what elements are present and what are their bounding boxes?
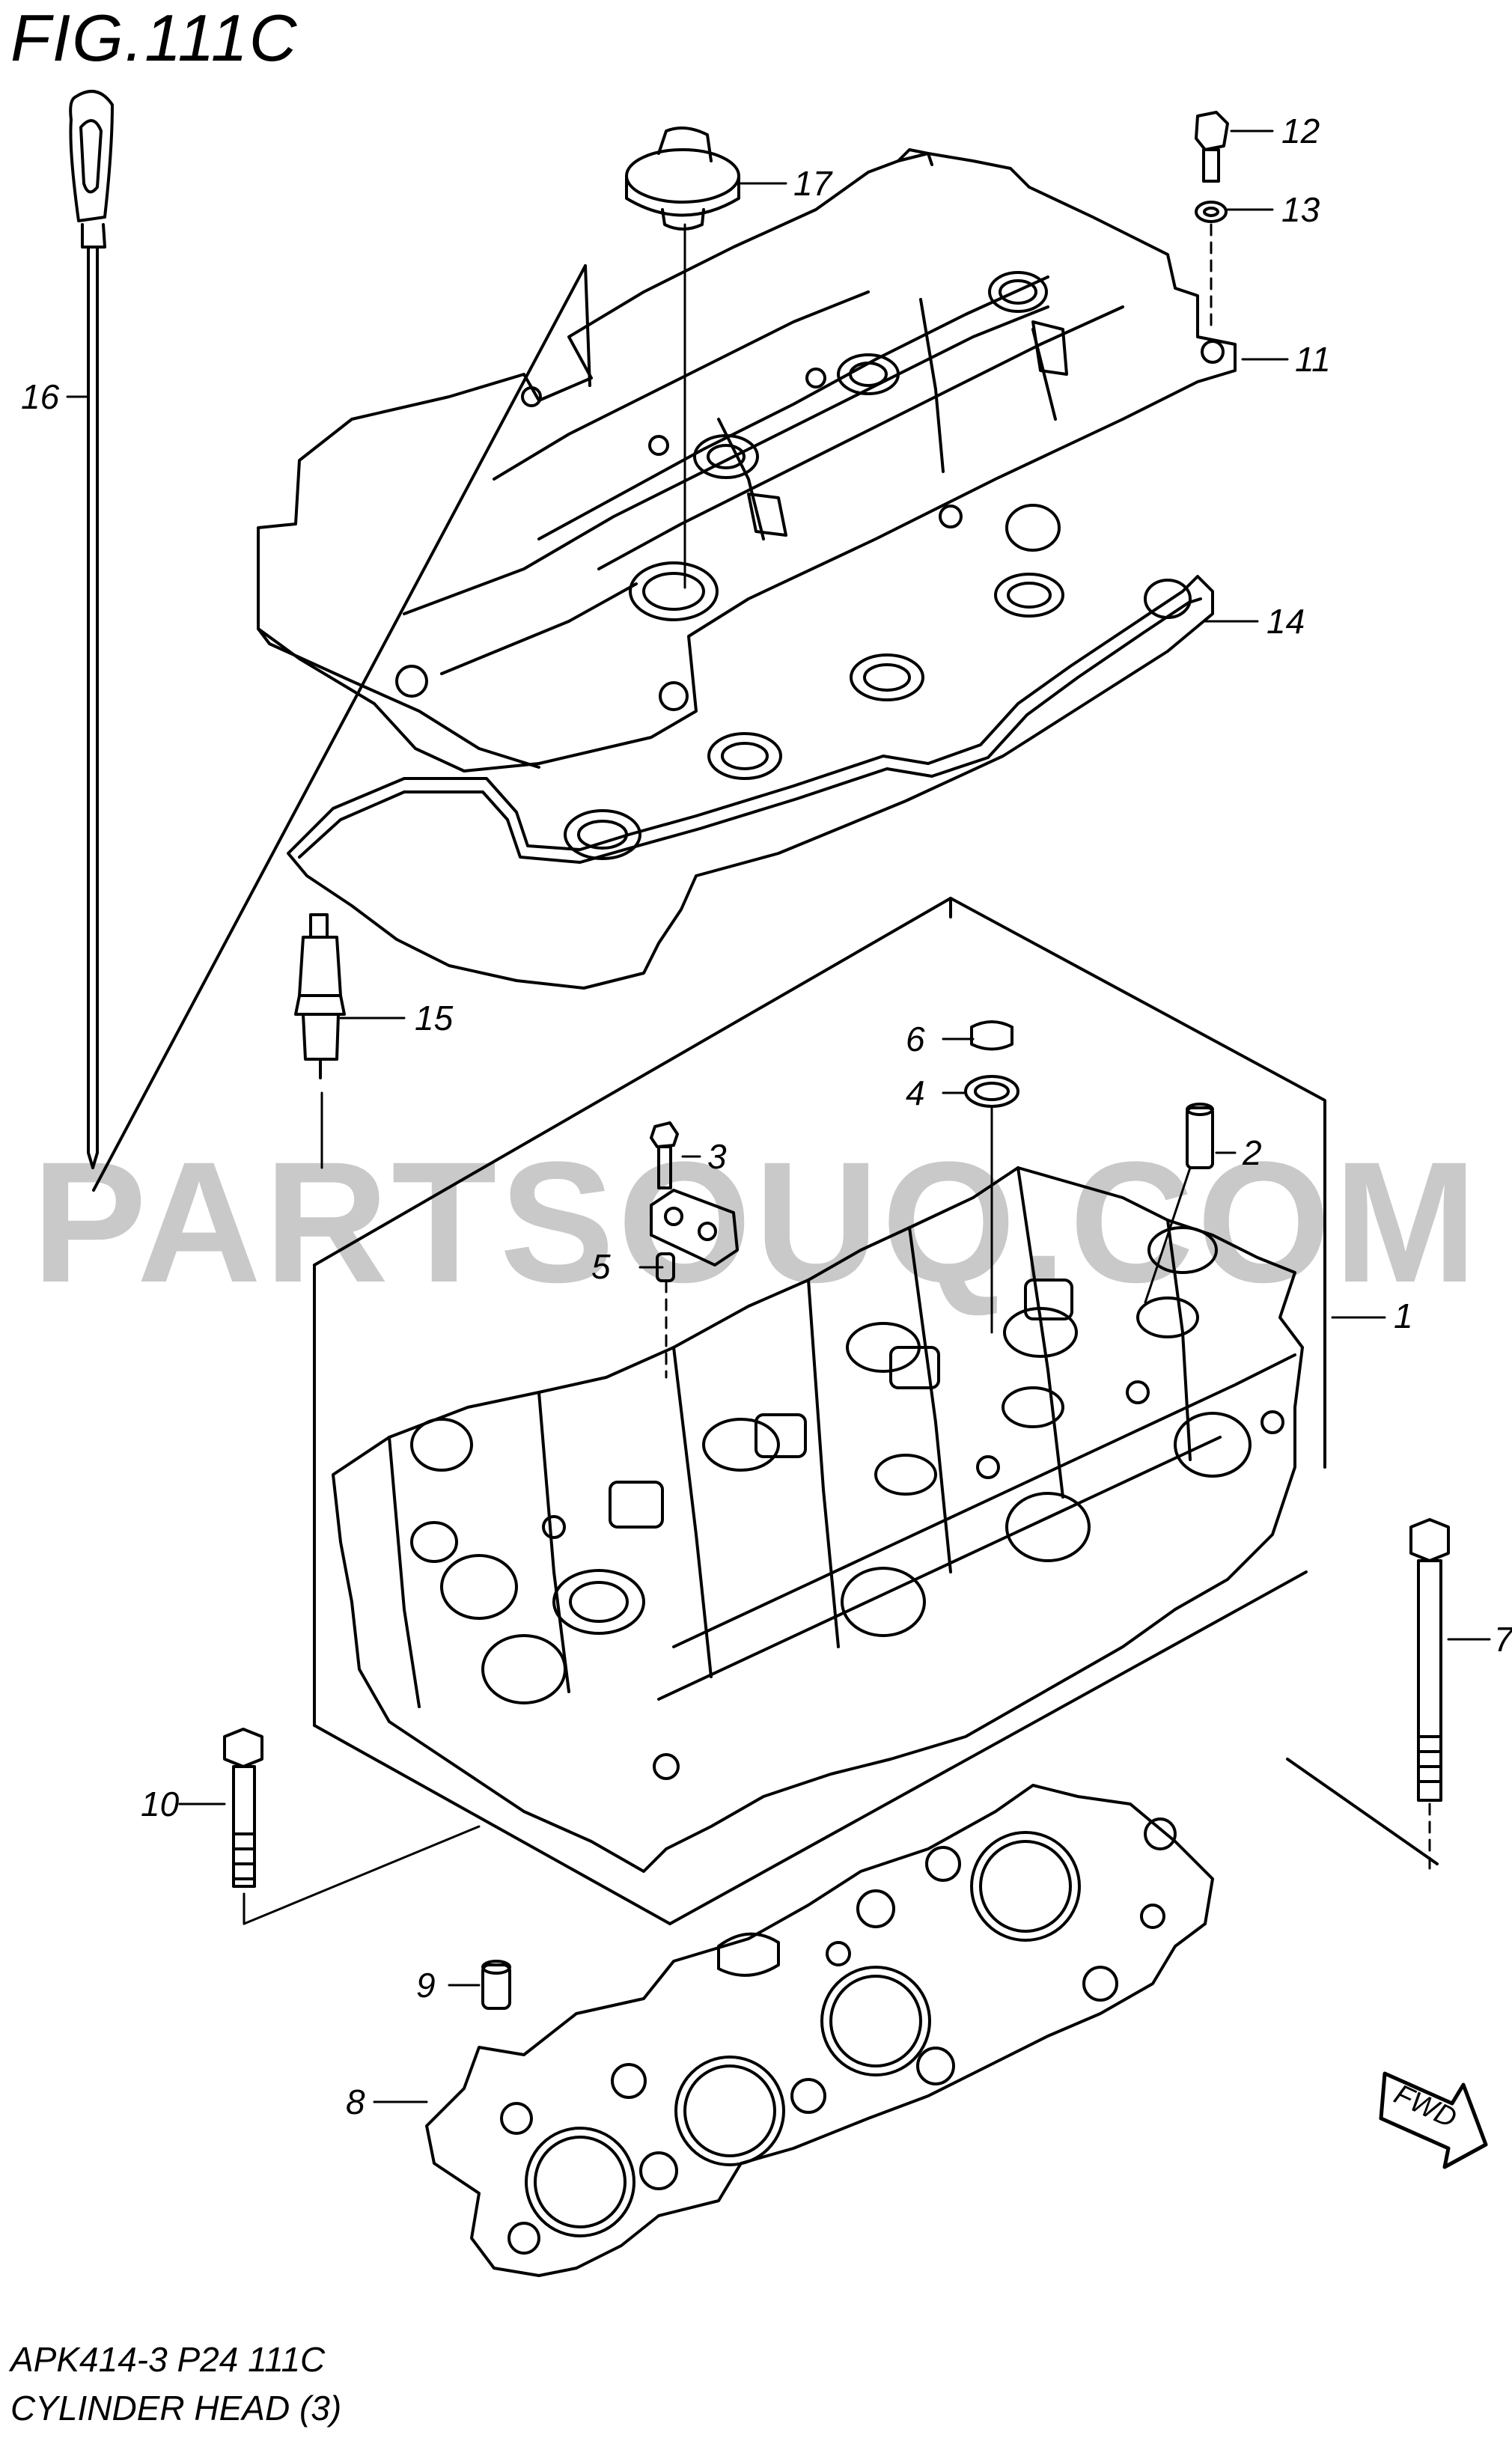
callout-1: 1 <box>1394 1296 1413 1335</box>
dowel-pin-5 <box>656 1252 675 1379</box>
cam-cap <box>650 1189 739 1267</box>
callout-2: 2 <box>1242 1133 1262 1172</box>
footer-code: APK414-3 P24 111C <box>10 2340 326 2379</box>
head-frame-box <box>313 897 1439 1925</box>
callout-10: 10 <box>141 1785 180 1823</box>
head-bolt-7 <box>1409 1518 1450 1873</box>
dowel-pin-9 <box>481 1960 511 2010</box>
figure-title: FIG.111C <box>10 1 299 75</box>
callout-13: 13 <box>1281 190 1320 229</box>
footer-name: CYLINDER HEAD (3) <box>10 2389 342 2428</box>
callout-7: 7 <box>1494 1620 1512 1659</box>
cylinder-head-cover <box>257 148 1237 773</box>
fwd-arrow-icon: FWD <box>1379 2071 1488 2169</box>
cover-washer <box>1195 201 1228 223</box>
callout-leaders <box>66 129 1491 2103</box>
callout-8: 8 <box>346 2082 365 2121</box>
callout-16: 16 <box>21 377 60 416</box>
callout-5: 5 <box>591 1247 611 1286</box>
callout-labels: 1 2 3 4 5 6 7 8 9 10 11 12 13 14 15 16 1… <box>21 112 1512 2121</box>
head-gasket <box>425 1784 1214 2277</box>
callout-17: 17 <box>793 164 833 203</box>
head-bolt-10 <box>223 1728 481 1925</box>
oil-filler-cap <box>625 127 740 589</box>
cover-frame-lines <box>92 264 591 1192</box>
cylinder-head <box>332 1166 1304 1873</box>
callout-3: 3 <box>707 1137 727 1176</box>
oil-level-gauge <box>69 90 114 1169</box>
plug-cap <box>970 1020 1013 1051</box>
plug-ring <box>964 1075 1019 1334</box>
callout-14: 14 <box>1266 602 1305 641</box>
cover-bolt <box>1195 111 1229 183</box>
cover-gasket <box>287 504 1214 990</box>
callout-4: 4 <box>906 1073 925 1112</box>
spark-plug <box>294 913 346 1169</box>
callout-12: 12 <box>1281 112 1320 150</box>
callout-15: 15 <box>415 999 454 1037</box>
sleeve-2 <box>1144 1103 1214 1304</box>
cam-cap-bolt <box>650 1121 679 1189</box>
watermark-text: PARTSOUQ.COM <box>31 1126 1481 1318</box>
callout-6: 6 <box>906 1020 925 1058</box>
callout-11: 11 <box>1295 340 1331 379</box>
callout-9: 9 <box>416 1966 436 2005</box>
